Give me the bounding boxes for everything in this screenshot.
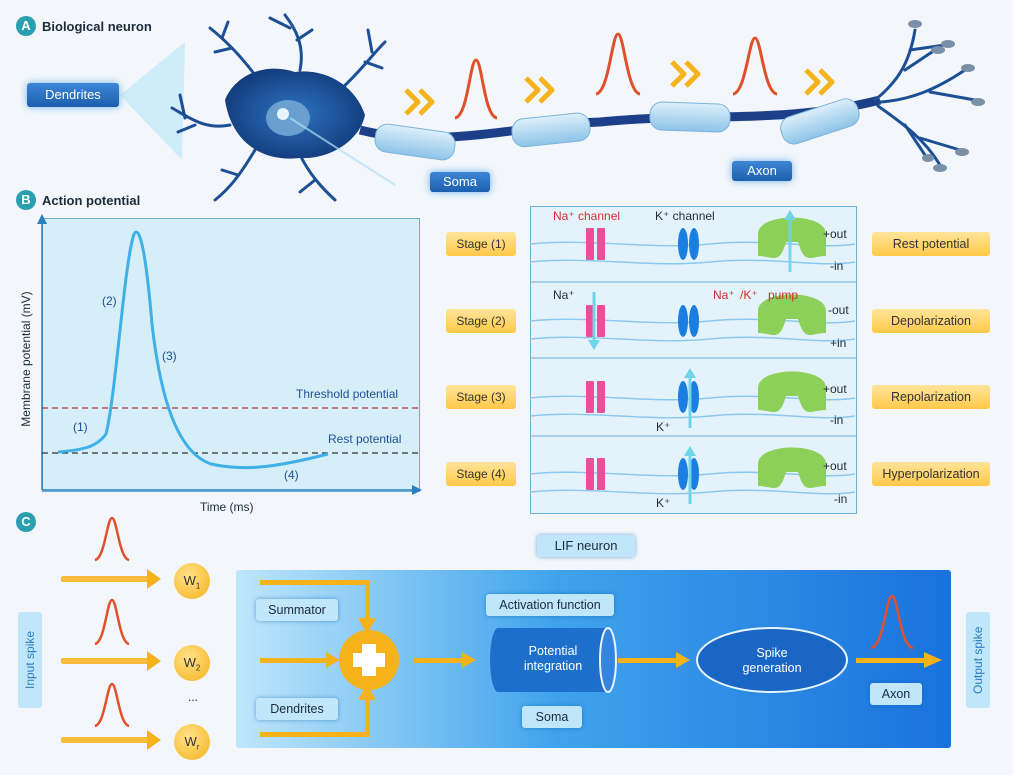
stage-3-k: K⁺	[656, 420, 671, 434]
phase-4-label: (4)	[284, 468, 299, 482]
weight-w2: W2	[174, 645, 210, 681]
stage-3-row	[530, 368, 856, 437]
soma-label: Soma	[430, 172, 490, 192]
state-rest: Rest potential	[872, 232, 990, 256]
input-spikes	[61, 516, 161, 750]
stage-4-k: K⁺	[656, 496, 671, 510]
stage-4-row	[530, 446, 856, 504]
y-axis-label: Membrane potential (mV)	[19, 291, 33, 427]
action-potential-chart	[42, 218, 420, 492]
stage-3-box: Stage (3)	[446, 385, 516, 409]
stage-3-in: -in	[830, 413, 844, 427]
x-axis-arrow	[412, 485, 422, 495]
section-c-badge: C	[16, 512, 36, 532]
stage-1-in: -in	[830, 259, 844, 273]
stage-2-in: +in	[830, 336, 847, 350]
threshold-label: Threshold potential	[296, 387, 399, 401]
dendrites-label: Dendrites	[27, 83, 119, 107]
output-spike-label: Output spike	[966, 612, 990, 708]
input-spike-label: Input spike	[18, 612, 42, 708]
stage-2-row	[530, 292, 856, 359]
axon-label: Axon	[732, 161, 792, 181]
stage-1-box: Stage (1)	[446, 232, 516, 256]
soma-c-label: Soma	[522, 706, 582, 728]
action-potential-plot	[37, 214, 422, 495]
weight-wr: Wr	[174, 724, 210, 760]
stage-4-out: +out	[823, 459, 847, 473]
stage-3-out: +out	[823, 382, 847, 396]
axon-c-label: Axon	[870, 683, 922, 705]
stage-4-in: -in	[834, 492, 848, 506]
activation-function-label: Activation function	[486, 594, 614, 616]
state-repolarization: Repolarization	[872, 385, 990, 409]
pump-na-label: Na⁺	[713, 288, 735, 302]
ion-channel-illustration	[530, 210, 856, 504]
spike-generation-ellipse	[696, 627, 848, 693]
stage-1-row	[530, 210, 856, 283]
weight-w1: W1	[174, 563, 210, 599]
stage-2-out: -out	[828, 303, 849, 317]
phase-1-label: (1)	[73, 420, 88, 434]
potential-curve	[57, 230, 329, 470]
na-channel-label: Na⁺ channel	[553, 209, 621, 223]
state-hyperpolarization: Hyperpolarization	[872, 462, 990, 486]
stage-2-na: Na⁺	[553, 288, 575, 302]
dendrites-c-label: Dendrites	[256, 698, 338, 720]
stage-2-box: Stage (2)	[446, 309, 516, 333]
section-b-badge: B	[16, 190, 36, 210]
stage-1-out: +out	[823, 227, 847, 241]
rest-label: Rest potential	[328, 432, 402, 446]
y-axis-arrow	[37, 214, 47, 224]
section-a-title: Biological neuron	[42, 19, 152, 34]
lif-flow-diagram	[260, 580, 942, 737]
pump-k-label: /K⁺	[740, 288, 758, 302]
weight-ellipsis: ...	[188, 690, 199, 704]
lif-neuron-label: LIF neuron	[537, 535, 635, 557]
integration-cylinder	[490, 627, 617, 693]
phase-2-label: (2)	[102, 294, 117, 308]
phase-3-label: (3)	[162, 349, 177, 363]
k-channel-label: K⁺ channel	[655, 209, 715, 223]
section-b-title: Action potential	[42, 193, 141, 208]
neuron-illustration	[120, 13, 985, 202]
section-a-badge: A	[16, 16, 36, 36]
stage-4-box: Stage (4)	[446, 462, 516, 486]
summator-label: Summator	[256, 599, 338, 621]
x-axis-label: Time (ms)	[200, 500, 254, 514]
state-depolarization: Depolarization	[872, 309, 990, 333]
pump-label: pump	[768, 288, 799, 302]
